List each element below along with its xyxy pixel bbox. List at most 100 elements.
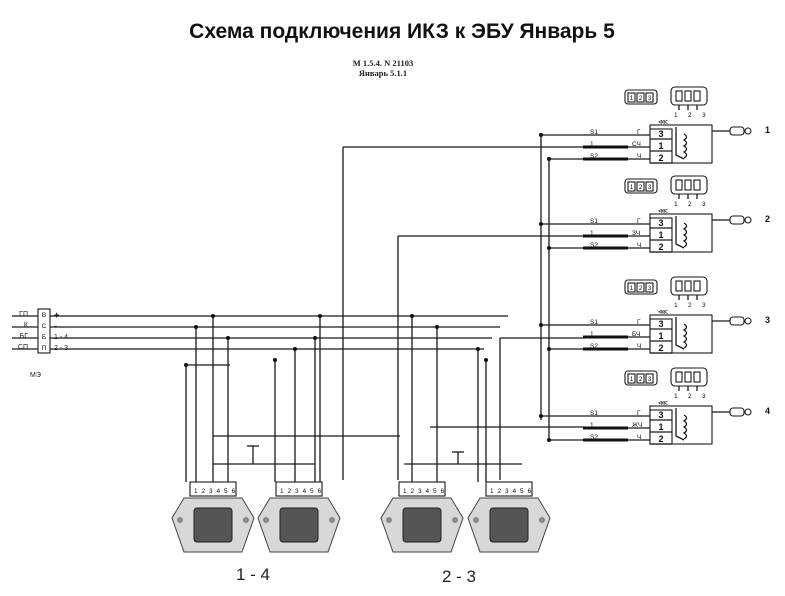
spark-plug-tip-icon <box>744 317 752 325</box>
junction-dot <box>211 314 215 318</box>
module-pin-label: 2 <box>498 488 502 495</box>
me-pin-label: В <box>42 312 46 319</box>
ground-icon: ⋘ <box>658 309 668 316</box>
junction-dot <box>273 358 277 362</box>
me-label: МЭ <box>30 372 41 379</box>
mounting-hole <box>473 517 479 523</box>
coil-pin-label: 1 <box>658 422 663 432</box>
me-wire-label: ГП <box>19 311 28 318</box>
coil-wire-label: S1 <box>590 218 598 225</box>
module-heatsink <box>489 507 529 543</box>
junction-dot <box>194 325 198 329</box>
module-pin-label: 3 <box>209 488 213 495</box>
coil-number: 1 <box>765 125 770 135</box>
coil-pin-label: 3 <box>658 410 663 420</box>
coil-connector-pin <box>675 280 683 292</box>
coil-wire-code: Г <box>637 129 641 136</box>
spark-plug-tip-icon <box>744 216 752 224</box>
module-pin-label: 5 <box>520 488 524 495</box>
coil-connector-pin <box>693 90 701 102</box>
shielded-wire <box>583 426 628 430</box>
coil-winding-icon <box>682 133 688 159</box>
me-pin-label: П <box>42 345 47 352</box>
coil-connector-pin <box>684 179 692 191</box>
connector-pin-label: 3 <box>648 184 652 191</box>
coil-wire-label: 1 <box>590 331 594 338</box>
coil-wire-code: Ч <box>637 153 641 160</box>
coil-connector-pin-label: 1 <box>674 112 678 119</box>
coil-connector-pin <box>684 90 692 102</box>
mounting-hole <box>263 517 269 523</box>
coil-pin-label: 2 <box>658 242 663 252</box>
coil-pin-label: 1 <box>658 141 663 151</box>
me-pin-label: Б <box>42 334 46 341</box>
coil-connector-pin-label: 1 <box>674 393 678 400</box>
group-label-1-4: 1 - 4 <box>236 565 270 584</box>
coil-wire-code: Ч <box>637 242 641 249</box>
ground-icon: ⋘ <box>658 400 668 407</box>
module-pin-label: 3 <box>295 488 299 495</box>
me-pin-label: С <box>42 323 47 330</box>
module-pin-label: 4 <box>217 488 221 495</box>
shielded-wire <box>583 145 628 149</box>
mounting-hole <box>452 517 458 523</box>
junction-dot <box>293 347 297 351</box>
subtitle-model: М 1.5.4. N 21103 <box>353 58 413 68</box>
mounting-hole <box>329 517 335 523</box>
coil-pin-label: 2 <box>658 153 663 163</box>
spark-plug-icon <box>729 316 745 326</box>
connector-pin-box <box>627 181 636 192</box>
coil-number: 4 <box>765 406 770 416</box>
connector-pin-box <box>636 282 645 293</box>
module-pin-label: 6 <box>232 488 236 495</box>
module-pin-label: 6 <box>441 488 445 495</box>
junction-dot <box>484 358 488 362</box>
module-pin-label: 4 <box>426 488 430 495</box>
spark-plug-icon <box>729 126 745 136</box>
coil-wire-code: Г <box>637 410 641 417</box>
junction-dot <box>318 314 322 318</box>
coil-winding-icon <box>682 222 688 248</box>
shielded-wire <box>583 234 628 238</box>
coil-pin-label: 2 <box>658 343 663 353</box>
coil-pin-label: 1 <box>658 331 663 341</box>
coil-wire-label: S2 <box>590 434 598 441</box>
shielded-wire <box>583 335 628 339</box>
spark-plug-icon <box>729 215 745 225</box>
connector-pin-box <box>627 282 636 293</box>
mounting-hole <box>539 517 545 523</box>
module-pin-label: 2 <box>202 488 206 495</box>
coil-wire-label: 1 <box>590 141 594 148</box>
coil-core-line <box>675 317 685 350</box>
coil-connector-pin <box>693 179 701 191</box>
diagram-title: Схема подключения ИКЗ к ЭБУ Январь 5 <box>189 20 615 43</box>
ground-icon: ⋘ <box>658 119 668 126</box>
me-wire-label: БГ <box>20 333 29 340</box>
coil-wire-label: S2 <box>590 153 598 160</box>
coil-winding-icon <box>682 323 688 349</box>
connector-pin-label: 1 <box>630 95 634 102</box>
module-pin-label: 2 <box>288 488 292 495</box>
connector-pin-label: 1 <box>630 184 634 191</box>
coil-pin-label: 2 <box>658 434 663 444</box>
connector-pin-box <box>645 92 654 103</box>
shielded-wire <box>583 246 628 250</box>
connector-pin-label: 2 <box>639 184 643 191</box>
connector-pin-label: 3 <box>648 95 652 102</box>
coil-connector-pin-label: 2 <box>688 393 692 400</box>
junction-dot <box>476 347 480 351</box>
coil-connector-pin-label: 3 <box>702 112 706 119</box>
module-pin-label: 5 <box>310 488 314 495</box>
me-wire-label: К <box>24 322 29 329</box>
coil-wire-label: S2 <box>590 242 598 249</box>
module-heatsink <box>279 507 319 543</box>
module-pin-label: 1 <box>490 488 494 495</box>
mounting-hole <box>243 517 249 523</box>
shielded-wire <box>583 347 628 351</box>
subtitle-ecu: Январь 5.1.1 <box>359 68 407 78</box>
connector-pin-label: 2 <box>639 285 643 292</box>
coil-wire-code: Ч <box>637 434 641 441</box>
module-heatsink <box>193 507 233 543</box>
